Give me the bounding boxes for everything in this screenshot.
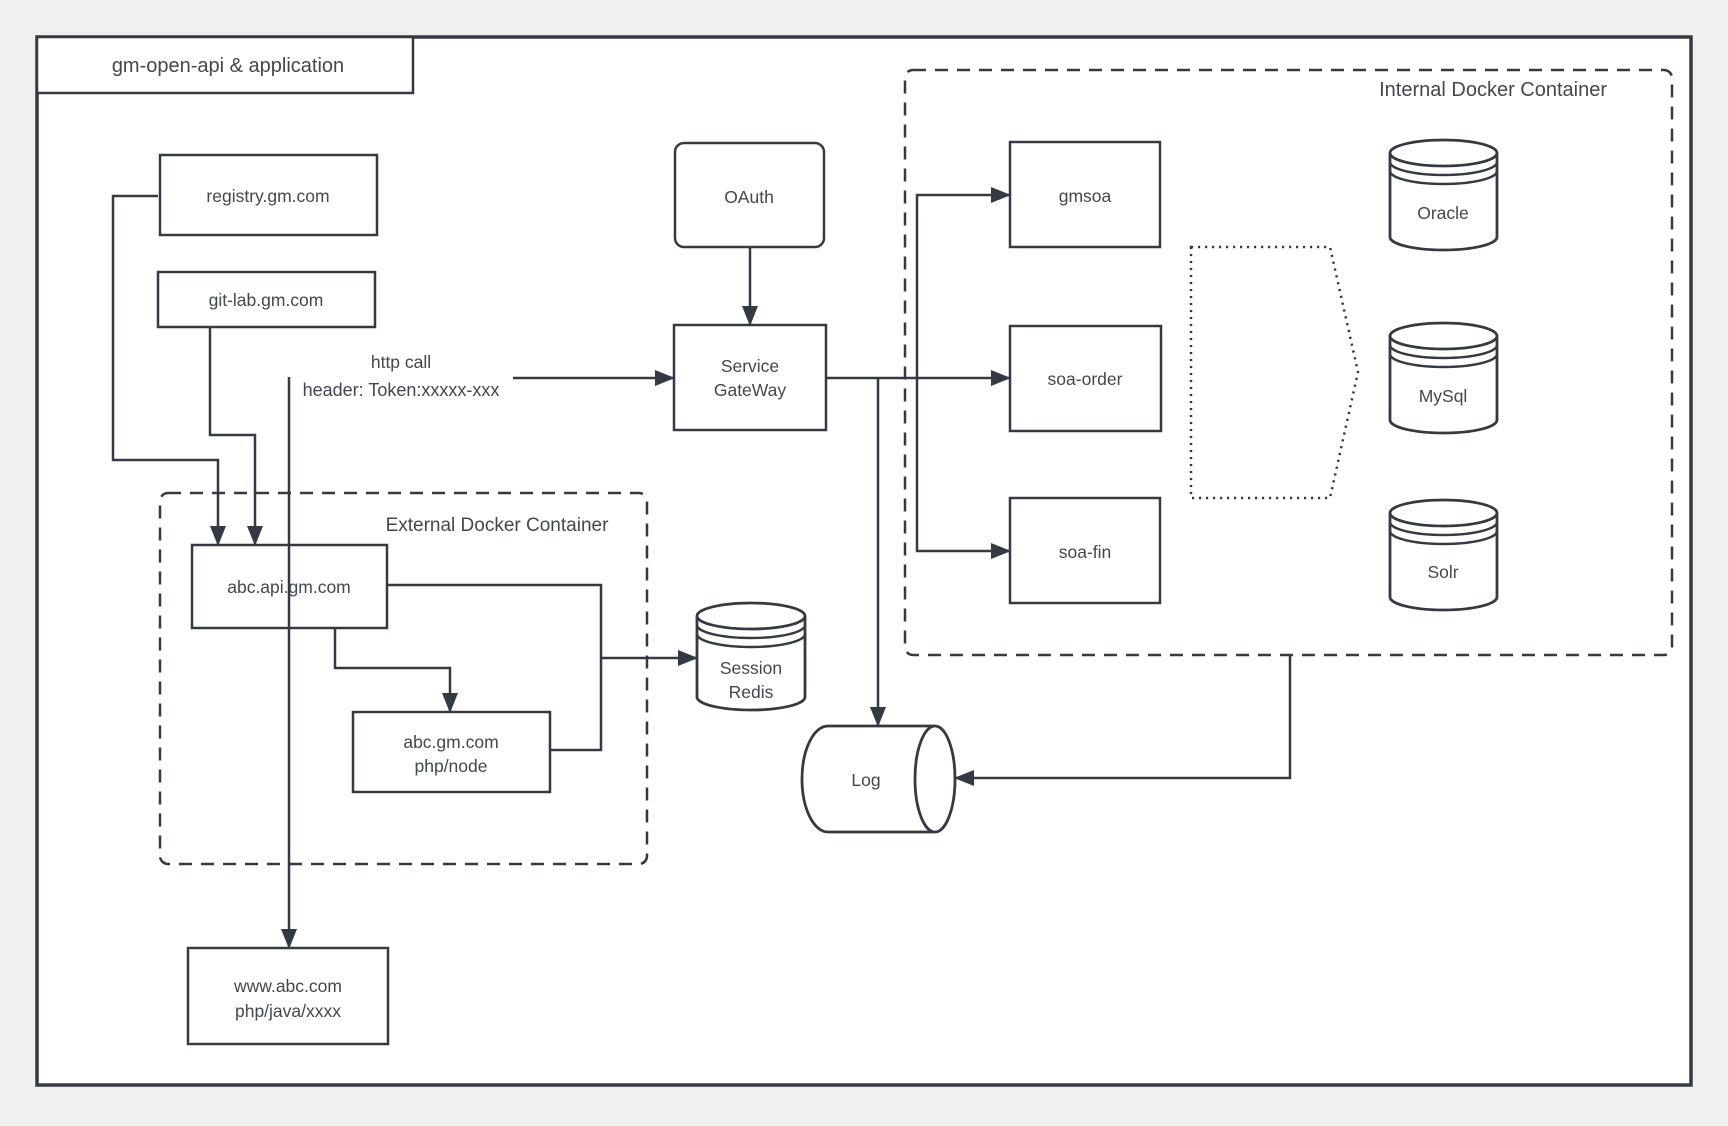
- edge-branch-to-soa-fin: [915, 378, 1011, 559]
- node-session-redis: Session Redis: [695, 601, 807, 712]
- node-abc-gm: abc.gm.com php/node: [351, 710, 552, 794]
- service-gateway-label-line1: Service: [721, 356, 779, 376]
- database-cylinder-top: [1388, 138, 1499, 168]
- session-redis-label-line2: Redis: [729, 682, 774, 702]
- node-registry: registry.gm.com: [158, 153, 379, 237]
- service-gateway-box: [672, 323, 828, 432]
- database-cylinder-icon: [1388, 513, 1499, 612]
- database-cylinder-icon: [695, 616, 807, 712]
- node-service-gateway: Service GateWay: [672, 323, 828, 432]
- http-call-line1: http call: [371, 352, 431, 372]
- edge-abc-api-abc-gm-right-loop: [387, 583, 603, 752]
- node-gitlab: git-lab.gm.com: [156, 270, 377, 329]
- abc-gm-label-line2: php/node: [415, 756, 488, 776]
- database-cylinder-top: [1388, 321, 1499, 351]
- container-external-docker: External Docker Container: [158, 491, 649, 866]
- www-abc-box: [186, 946, 390, 1046]
- solr-label: Solr: [1427, 562, 1458, 582]
- gitlab-label: git-lab.gm.com: [209, 290, 324, 310]
- soa-fin-label: soa-fin: [1059, 542, 1112, 562]
- www-abc-label-line1: www.abc.com: [233, 976, 342, 996]
- gitlab-box: [156, 270, 377, 329]
- node-solr: Solr: [1388, 498, 1499, 612]
- diagram-title-tab: gm-open-api & application: [35, 35, 415, 95]
- service-gateway-label-line2: GateWay: [714, 380, 787, 400]
- registry-label: registry.gm.com: [206, 186, 329, 206]
- oauth-label: OAuth: [724, 187, 774, 207]
- node-gmsoa: gmsoa: [1008, 140, 1162, 249]
- node-oauth: OAuth: [673, 141, 826, 249]
- http-call-annotation: http call header: Token:xxxxx-xxx: [303, 352, 500, 400]
- database-cylinder-top: [1388, 498, 1499, 528]
- internal-container-label: Internal Docker Container: [1379, 79, 1607, 101]
- edge-internal-container-to-log: [954, 655, 1292, 786]
- title-box: [35, 35, 415, 95]
- database-cylinder-icon: [1388, 336, 1499, 435]
- gmsoa-box: [1008, 140, 1162, 249]
- log-cylinder-cap: [913, 724, 957, 834]
- abc-gm-box: [351, 710, 552, 794]
- external-container-border: [158, 491, 649, 866]
- registry-box: [158, 153, 379, 237]
- oracle-label: Oracle: [1417, 203, 1469, 223]
- gmsoa-label: gmsoa: [1059, 186, 1112, 206]
- database-cylinder-top: [695, 601, 807, 631]
- node-soa-fin: soa-fin: [1008, 496, 1162, 605]
- www-abc-label-line2: php/java/xxxx: [235, 1001, 341, 1021]
- database-cylinder-icon: [1388, 153, 1499, 252]
- external-container-label: External Docker Container: [386, 515, 609, 536]
- node-mysql: MySql: [1388, 321, 1499, 435]
- node-www-abc: www.abc.com php/java/xxxx: [186, 946, 390, 1046]
- soa-order-box: [1008, 324, 1163, 433]
- page-title: gm-open-api & application: [112, 55, 344, 77]
- edge-abc-api-to-abc-gm: [333, 628, 458, 713]
- log-label: Log: [851, 770, 880, 790]
- node-soa-order: soa-order: [1008, 324, 1163, 433]
- node-oracle: Oracle: [1388, 138, 1499, 252]
- session-redis-label-line1: Session: [720, 658, 782, 678]
- internal-container-border: [903, 68, 1674, 657]
- abc-gm-label-line1: abc.gm.com: [403, 732, 498, 752]
- http-call-line2: header: Token:xxxxx-xxx: [303, 380, 500, 400]
- edge-gitlab-to-abc-api: [208, 327, 263, 546]
- soa-fin-box: [1008, 496, 1162, 605]
- container-internal-docker: Internal Docker Container: [903, 68, 1674, 657]
- edge-registry-to-abc-api: [111, 194, 226, 546]
- soa-order-label: soa-order: [1048, 369, 1123, 389]
- edge-branch-to-gmsoa: [915, 187, 1011, 378]
- mysql-label: MySql: [1419, 386, 1468, 406]
